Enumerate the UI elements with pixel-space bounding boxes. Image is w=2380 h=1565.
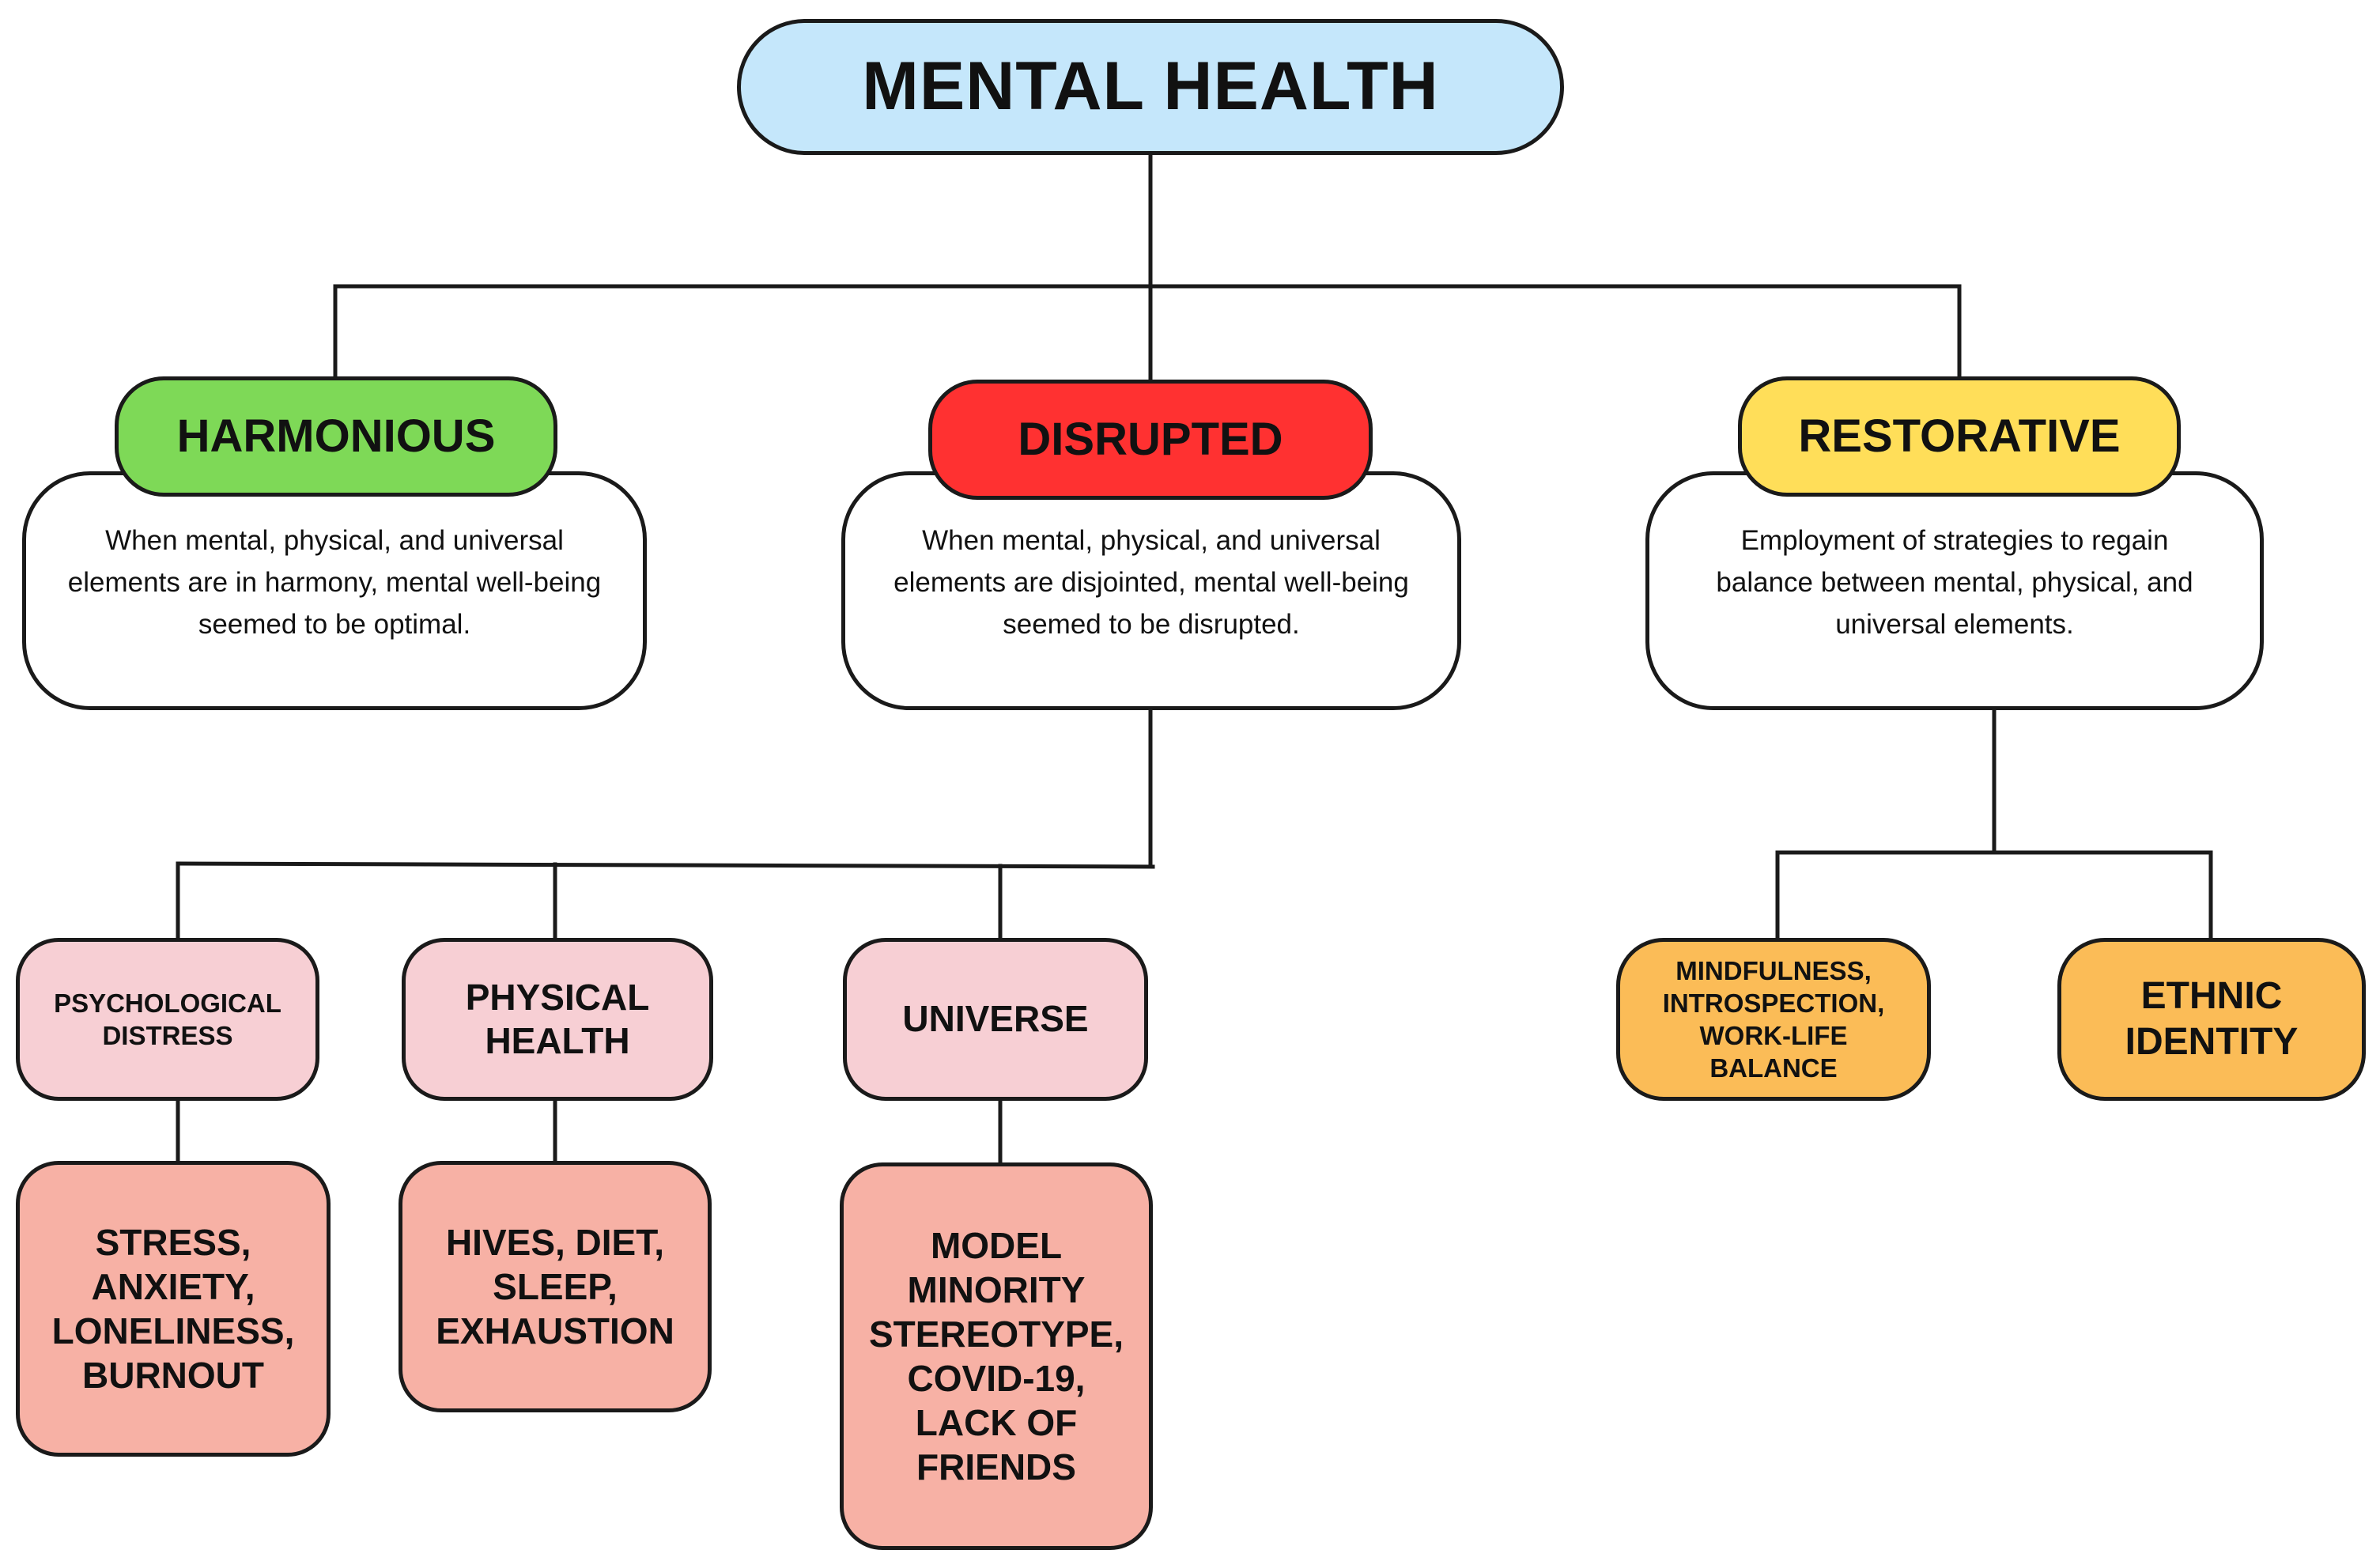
detail-text: MODEL MINORITY STEREOTYPE, COVID-19, LAC… xyxy=(868,1224,1124,1488)
category-harmonious: HARMONIOUS xyxy=(115,376,557,497)
detail-psychological-distress: STRESS, ANXIETY, LONELINESS, BURNOUT xyxy=(16,1161,331,1457)
strategy-ethnic-identity: ETHNIC IDENTITY xyxy=(2057,938,2366,1101)
description-text: When mental, physical, and universal ele… xyxy=(893,525,1409,641)
category-label: DISRUPTED xyxy=(1018,414,1283,466)
category-disrupted: DISRUPTED xyxy=(928,380,1373,500)
category-label: RESTORATIVE xyxy=(1798,410,2121,463)
detail-physical-health: HIVES, DIET, SLEEP, EXHAUSTION xyxy=(399,1161,712,1412)
description-harmonious: When mental, physical, and universal ele… xyxy=(22,471,647,710)
category-restorative: RESTORATIVE xyxy=(1738,376,2181,497)
strategy-mindfulness: MINDFULNESS, INTROSPECTION, WORK-LIFE BA… xyxy=(1616,938,1931,1101)
strategy-label: MINDFULNESS, INTROSPECTION, WORK-LIFE BA… xyxy=(1662,955,1885,1083)
detail-universe: MODEL MINORITY STEREOTYPE, COVID-19, LAC… xyxy=(840,1162,1153,1550)
detail-text: STRESS, ANXIETY, LONELINESS, BURNOUT xyxy=(51,1221,295,1397)
subcategory-universe: UNIVERSE xyxy=(843,938,1148,1101)
description-restorative: Employment of strategies to regain balan… xyxy=(1645,471,2264,710)
root-label: MENTAL HEALTH xyxy=(862,48,1439,125)
description-text: When mental, physical, and universal ele… xyxy=(67,525,602,641)
root-node-mental-health: MENTAL HEALTH xyxy=(737,19,1564,155)
subcategory-label: UNIVERSE xyxy=(902,998,1089,1040)
strategy-label: ETHNIC IDENTITY xyxy=(2125,975,2299,1063)
category-label: HARMONIOUS xyxy=(176,410,496,463)
connector-disrupted-bar xyxy=(176,861,1155,869)
description-text: Employment of strategies to regain balan… xyxy=(1716,525,2193,641)
subcategory-label: PSYCHOLOGICAL DISTRESS xyxy=(54,988,281,1050)
subcategory-label: PHYSICAL HEALTH xyxy=(465,976,650,1061)
description-disrupted: When mental, physical, and universal ele… xyxy=(841,471,1461,710)
detail-text: HIVES, DIET, SLEEP, EXHAUSTION xyxy=(436,1221,674,1352)
subcategory-psychological-distress: PSYCHOLOGICAL DISTRESS xyxy=(16,938,319,1101)
subcategory-physical-health: PHYSICAL HEALTH xyxy=(402,938,713,1101)
